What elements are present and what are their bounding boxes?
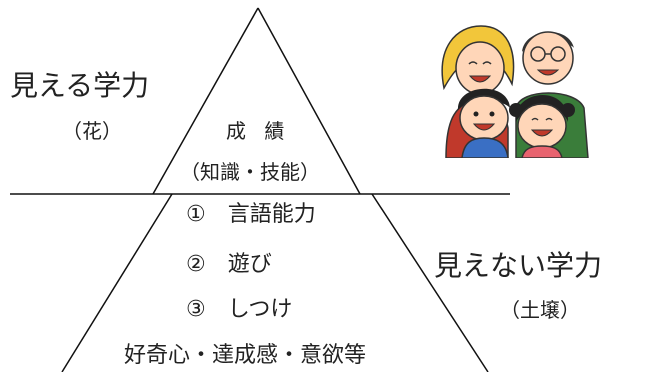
hidden-item-1: ① 言語能力 — [186, 202, 316, 227]
father-face — [522, 31, 574, 85]
boy-face — [459, 95, 509, 141]
upper-triangle-left-edge — [152, 7, 259, 195]
lower-triangle-right-edge — [371, 193, 489, 372]
lower-triangle-left-edge — [61, 193, 173, 372]
upper-triangle-right-edge — [257, 7, 361, 195]
hidden-item-3: ③ しつけ — [186, 297, 293, 322]
girl-face — [517, 103, 567, 149]
family-icon — [436, 18, 596, 159]
girl-body — [521, 145, 563, 159]
boy-body — [461, 137, 509, 159]
grades-label: 成 績 — [226, 119, 291, 143]
invisible-ability-label: 見えない学力 — [434, 249, 603, 282]
knowledge-skills-label: （知識・技能） — [180, 160, 320, 184]
invisible-ability-sub: （土壌） — [500, 298, 580, 322]
mother-face — [455, 41, 505, 95]
bottom-qualities-label: 好奇心・達成感・意欲等 — [124, 343, 367, 368]
visible-ability-sub: （花） — [62, 119, 122, 143]
visible-ability-label: 見える学力 — [10, 69, 150, 102]
hidden-item-2: ② 遊び — [186, 252, 272, 277]
mother-smile — [468, 75, 492, 83]
